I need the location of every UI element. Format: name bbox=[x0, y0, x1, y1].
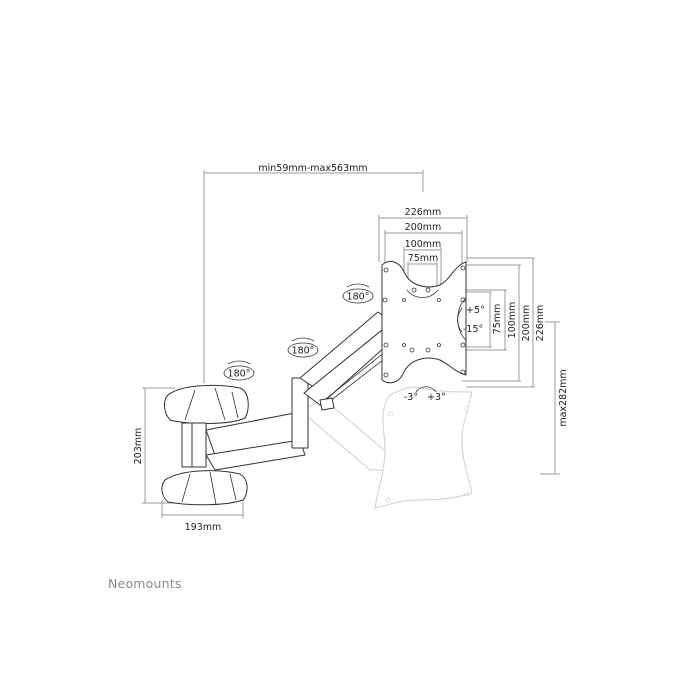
elbow-swivel-label: 180° bbox=[292, 346, 315, 357]
upper-arm bbox=[299, 311, 396, 411]
wall-swivel-label: 180° bbox=[228, 369, 251, 380]
max-height-dimension: max282mm bbox=[540, 321, 569, 475]
height-75-label: 75mm bbox=[492, 304, 503, 335]
width-75-label: 75mm bbox=[408, 253, 439, 264]
head-swivel-badge: 180° bbox=[342, 283, 374, 304]
height-226-label: 226mm bbox=[535, 305, 546, 342]
extension-dimension: min59mm-max563mm bbox=[203, 163, 424, 383]
tilt-indicator: +5° -15° bbox=[457, 305, 485, 335]
ghost-lowered-position bbox=[299, 386, 473, 509]
plate-height-dimensions: 75mm 100mm 200mm 226mm bbox=[440, 257, 546, 388]
rotate-right-label: +3° bbox=[427, 392, 446, 403]
plate-width-dimensions: 226mm 200mm 100mm 75mm bbox=[378, 207, 468, 300]
width-226-label: 226mm bbox=[405, 207, 442, 218]
tilt-down-label: -15° bbox=[463, 324, 483, 335]
wall-swivel-badge: 180° bbox=[223, 360, 255, 381]
extension-label: min59mm-max563mm bbox=[258, 163, 367, 174]
rotation-indicator: -3° +3° bbox=[404, 386, 446, 403]
wall-height-label: 203mm bbox=[133, 428, 144, 465]
wall-plate bbox=[161, 384, 249, 506]
head-swivel-label: 180° bbox=[347, 292, 370, 303]
rotate-left-label: -3° bbox=[404, 392, 418, 403]
brand-logo: Neomounts bbox=[108, 576, 182, 591]
lower-arm bbox=[205, 377, 309, 471]
elbow-swivel-badge: 180° bbox=[287, 337, 319, 358]
wall-width-label: 193mm bbox=[185, 522, 222, 533]
wall-plate-dimensions: 203mm 193mm bbox=[133, 387, 244, 533]
height-100-label: 100mm bbox=[507, 302, 518, 339]
width-100-label: 100mm bbox=[405, 239, 442, 250]
max-height-label: max282mm bbox=[558, 369, 569, 426]
tilt-up-label: +5° bbox=[466, 305, 485, 316]
height-200-label: 200mm bbox=[521, 305, 532, 342]
vesa-plate bbox=[381, 261, 467, 384]
width-200-label: 200mm bbox=[405, 222, 442, 233]
